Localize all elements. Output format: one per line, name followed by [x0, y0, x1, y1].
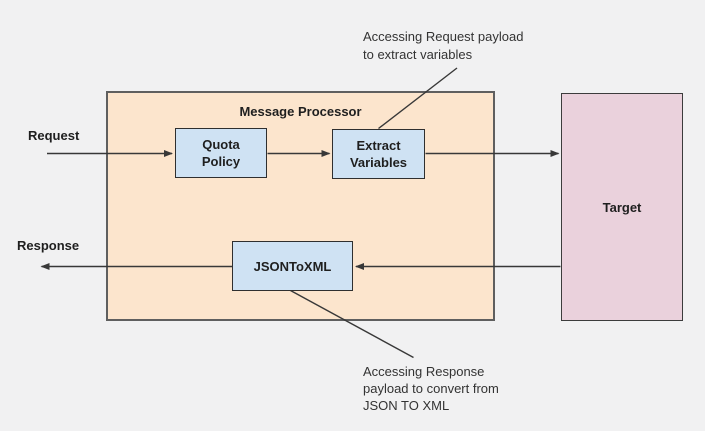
request-label: Request	[28, 128, 80, 143]
extract-variables-label-line2: Variables	[349, 155, 408, 170]
target-node: Target	[561, 93, 683, 321]
quota-policy-label-line1: Quota	[202, 137, 240, 152]
response-payload-note: Accessing Response payload to convert fr…	[363, 363, 499, 414]
response-payload-note-line3: JSON TO XML	[363, 398, 450, 413]
extract-variables-label-line1: Extract	[356, 138, 401, 153]
jsontoxml-node: JSONToXML	[232, 241, 353, 291]
message-processor-title: Message Processor	[239, 104, 362, 119]
request-payload-note: Accessing Request payload to extract var…	[363, 28, 523, 64]
response-payload-note-line2: payload to convert from	[363, 381, 499, 396]
extract-variables-node: Extract Variables	[332, 129, 425, 179]
quota-policy-node: Quota Policy	[175, 128, 267, 178]
response-label: Response	[17, 238, 80, 253]
target-node-label: Target	[602, 199, 642, 215]
jsontoxml-label: JSONToXML	[253, 258, 332, 274]
response-payload-note-line1: Accessing Response	[363, 364, 485, 379]
request-payload-note-line1: Accessing Request payload	[363, 29, 524, 44]
request-payload-note-line2: to extract variables	[363, 47, 473, 62]
quota-policy-label-line2: Policy	[201, 154, 241, 169]
